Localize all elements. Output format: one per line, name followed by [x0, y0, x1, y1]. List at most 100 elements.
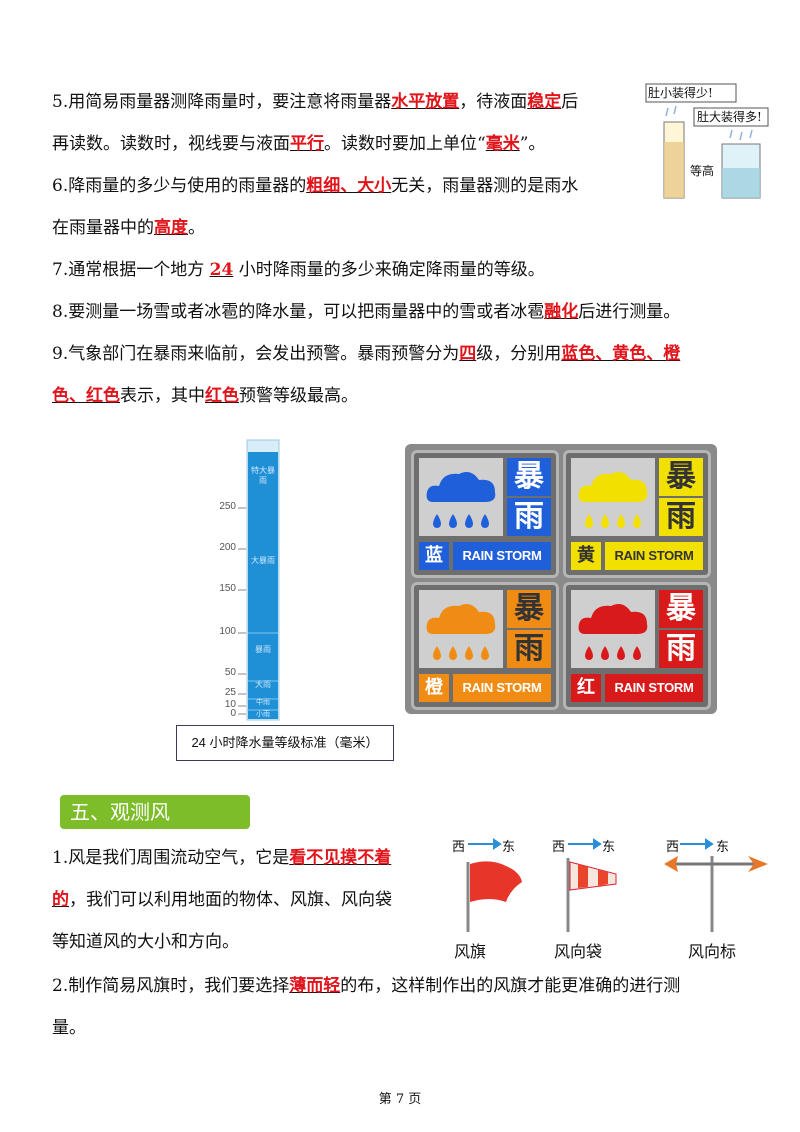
answer: 融化: [544, 302, 579, 322]
cloud-rain-icon: [571, 458, 655, 536]
warning-level-label: 蓝: [419, 542, 449, 570]
answer: 高度: [154, 218, 188, 238]
text: 再读数。读数时，视线要与液面: [52, 134, 290, 154]
wind-instruments-graphic: [466, 838, 768, 932]
warning-strip: 红 RAIN STORM: [571, 674, 703, 702]
text: 预警等级最高。: [239, 386, 358, 406]
east-label: 东: [716, 840, 730, 855]
para7: 7.通常根据一个地方 24 小时降雨量的多少来确定降雨量的等级。: [52, 258, 545, 282]
text: 9.气象部门在暴雨来临前，会发出预警。暴雨预警分为: [52, 344, 460, 364]
cloud-rain-icon: [571, 590, 655, 668]
level-heavy-storm: 大暴雨: [251, 556, 275, 565]
level-storm: 暴雨: [255, 645, 271, 654]
para6-line1: 6.降雨量的多少与使用的雨量器的粗细、大小无关，雨量器测的是雨水: [52, 174, 578, 198]
gauge-caption: 24 小时降水量等级标准（毫米）: [176, 725, 394, 761]
rainfall-gauge-figure: 250 200 150 100 50 25 10 0 特大暴雨 大暴雨 暴雨 大…: [200, 438, 390, 723]
warning-level-label: 红: [571, 674, 601, 702]
wind1-line1: 1.风是我们周围流动空气，它是看不见摸不着: [52, 846, 391, 870]
warning-en-label: RAIN STORM: [605, 674, 703, 702]
text: 7.通常根据一个地方: [52, 260, 210, 280]
text: ”。: [519, 134, 546, 154]
tick-250: 250: [219, 501, 236, 512]
para9-line1: 9.气象部门在暴雨来临前，会发出预警。暴雨预警分为四级，分别用蓝色、黄色、橙: [52, 342, 680, 366]
text: 2.制作简易风旗时，我们要选择: [52, 976, 290, 996]
west-label: 西: [552, 840, 566, 855]
wind1-line3: 等知道风的大小和方向。: [52, 930, 239, 954]
west-label: 西: [452, 840, 466, 855]
warning-char-bao: 暴: [507, 458, 551, 496]
section-heading-wind: 五、观测风: [60, 795, 250, 829]
answer: 毫米: [485, 134, 520, 154]
wind2-line1: 2.制作简易风旗时，我们要选择薄而轻的布，这样制作出的风旗才能更准确的进行测: [52, 974, 680, 998]
text: 后: [561, 92, 579, 112]
tick-10: 10: [224, 699, 236, 710]
wind2-line2: 量。: [52, 1016, 86, 1040]
gauge-graphic: [238, 439, 280, 721]
text: ，待液面: [459, 92, 528, 112]
answer: 四: [459, 344, 477, 364]
text: 。读数时要加上单位“: [324, 134, 486, 154]
warning-level-label: 黄: [571, 542, 601, 570]
tick-100: 100: [219, 626, 236, 637]
warning-char-yu: 雨: [659, 498, 703, 536]
big-cup-label: 肚大装得多!: [697, 110, 762, 124]
warning-en-label: RAIN STORM: [605, 542, 703, 570]
warning-char-bao: 暴: [507, 590, 551, 628]
wind-instruments-figure: 西 东 西 东 西 东 风旗 风向袋 风向标: [450, 832, 780, 972]
answer: 水平放置: [391, 92, 460, 112]
text: 无关，雨量器测的是雨水: [391, 176, 579, 196]
para9-line2: 色、红色表示，其中红色预警等级最高。: [52, 384, 358, 408]
text: 后进行测量。: [578, 302, 681, 322]
east-label: 东: [502, 840, 516, 855]
answer: 粗细、大小: [306, 176, 392, 196]
warning-strip: 黄 RAIN STORM: [571, 542, 703, 570]
warning-strip: 橙 RAIN STORM: [419, 674, 551, 702]
answer: 红色: [205, 386, 239, 406]
tick-0: 0: [230, 708, 236, 719]
east-label: 东: [602, 840, 616, 855]
tick-50: 50: [224, 667, 236, 678]
warning-en-label: RAIN STORM: [453, 542, 551, 570]
warning-char-bao: 暴: [659, 590, 703, 628]
text: 6.降雨量的多少与使用的雨量器的: [52, 176, 307, 196]
answer: 看不见摸不着: [289, 848, 392, 868]
text: 1.风是我们周围流动空气，它是: [52, 848, 290, 868]
para5-line2: 再读数。读数时，视线要与液面平行。读数时要加上单位“毫米”。: [52, 132, 545, 156]
cloud-rain-icon: [419, 590, 503, 668]
flag-label: 风旗: [454, 942, 487, 961]
text: 表示，其中: [120, 386, 205, 406]
text: 5.用简易雨量器测降雨量时，要注意将雨量器: [52, 92, 392, 112]
level-extreme: 特大暴雨: [251, 466, 275, 485]
warning-char-bao: 暴: [659, 458, 703, 496]
tick-150: 150: [219, 583, 236, 594]
warning-level-label: 橙: [419, 674, 449, 702]
para5-line1: 5.用简易雨量器测降雨量时，要注意将雨量器水平放置，待液面稳定后: [52, 90, 578, 114]
text: 在雨量器中的: [52, 218, 154, 238]
answer: 色、红色: [52, 386, 120, 406]
rain-gauge-cups-figure: 肚小装得少! 肚大装得多! 等高: [644, 82, 770, 204]
text: 的布，这样制作出的风旗才能更准确的进行测: [340, 976, 681, 996]
para6-line2: 在雨量器中的高度。: [52, 216, 205, 240]
text: 等知道风的大小和方向。: [52, 932, 239, 952]
warning-char-yu: 雨: [507, 498, 551, 536]
answer: 稳定: [527, 92, 562, 112]
warning-char-yu: 雨: [659, 630, 703, 668]
warning-panel-yellow: 暴 雨 黄 RAIN STORM: [563, 450, 711, 578]
warning-panel-blue: 暴 雨 蓝 RAIN STORM: [411, 450, 559, 578]
cups-illustration: [644, 82, 770, 204]
warning-strip: 蓝 RAIN STORM: [419, 542, 551, 570]
warning-panel-red: 暴 雨 红 RAIN STORM: [563, 582, 711, 710]
windsock-label: 风向袋: [554, 942, 603, 961]
tick-25: 25: [224, 687, 236, 698]
warning-panel-orange: 暴 雨 橙 RAIN STORM: [411, 582, 559, 710]
level-moderate: 中雨: [256, 698, 270, 706]
text: ，我们可以利用地面的物体、风旗、风向袋: [69, 890, 392, 910]
west-label: 西: [666, 840, 680, 855]
small-cup-label: 肚小装得少!: [648, 86, 713, 100]
level-light: 小雨: [256, 710, 270, 718]
text: 小时降雨量的多少来确定降雨量的等级。: [233, 260, 545, 280]
text: 。: [188, 218, 205, 238]
answer: 24: [209, 260, 234, 280]
warning-char-yu: 雨: [507, 630, 551, 668]
para8: 8.要测量一场雪或者冰雹的降水量，可以把雨量器中的雪或者冰雹融化后进行测量。: [52, 300, 680, 324]
